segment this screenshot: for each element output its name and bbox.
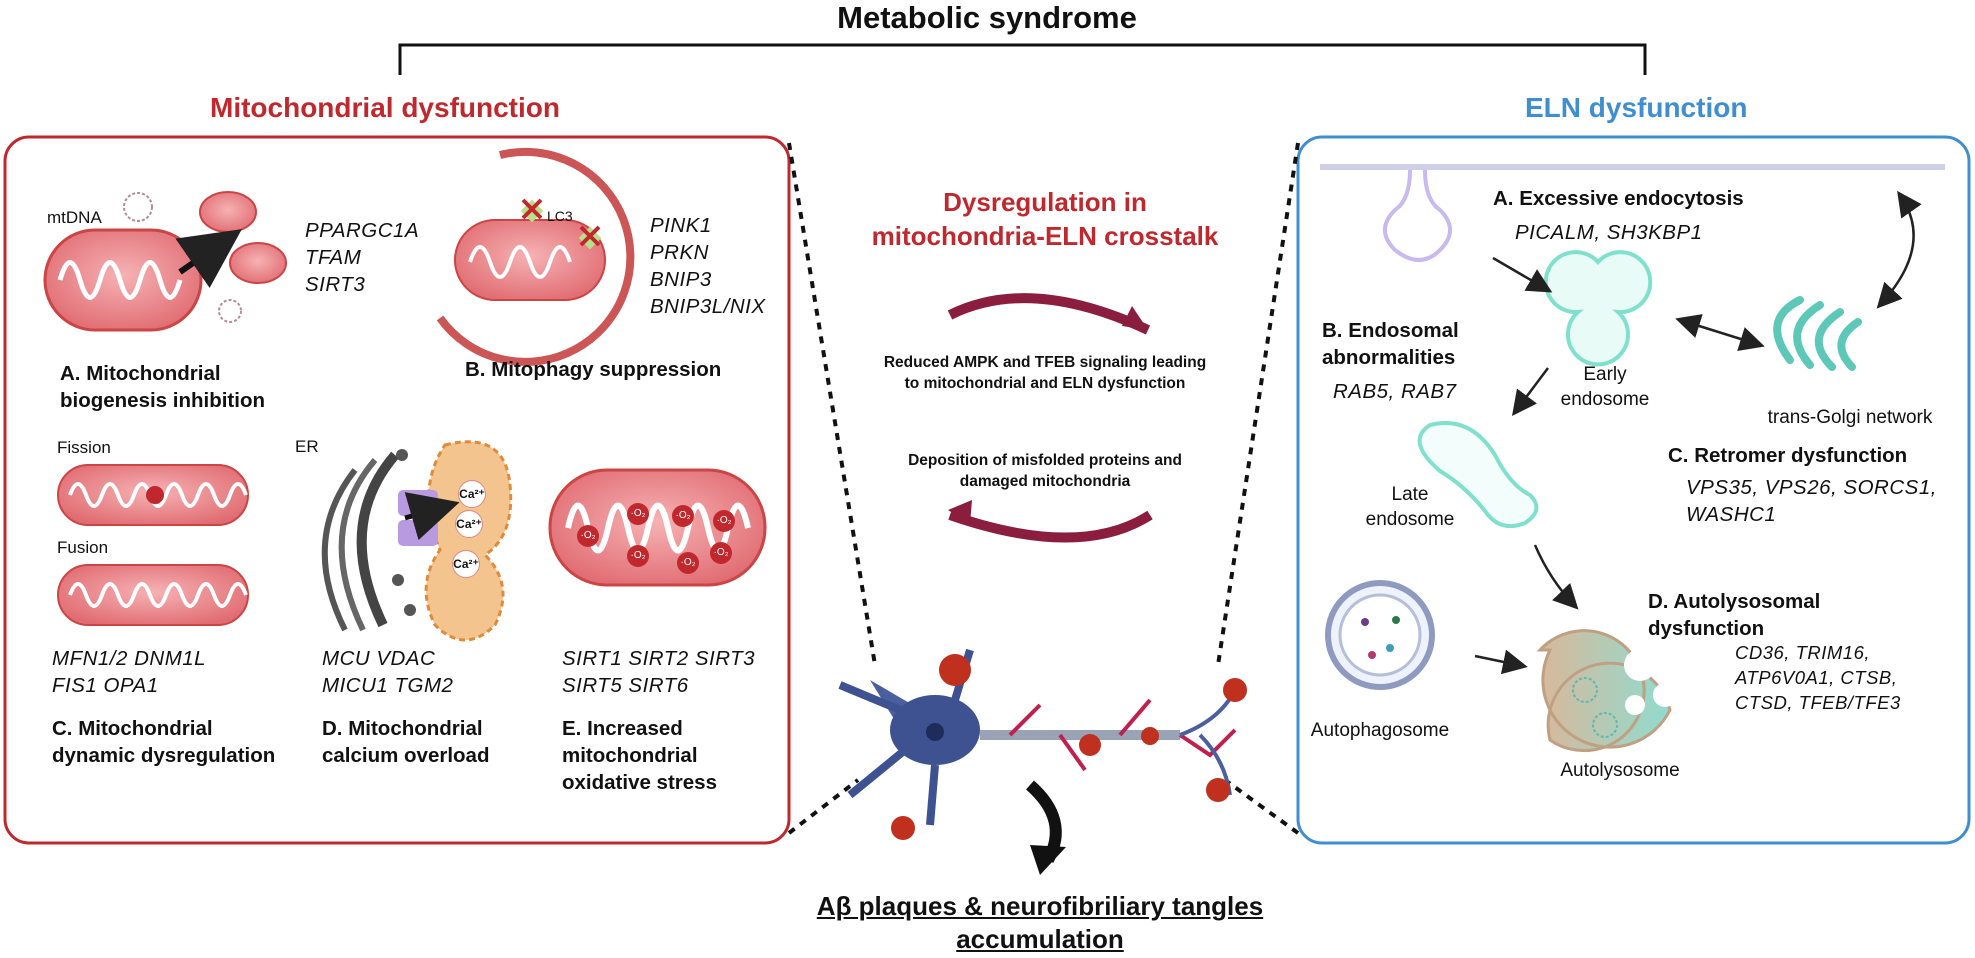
right-section-title: ELN dysfunction	[1525, 92, 1748, 123]
panel-a-title: A. Mitochondrial biogenesis inhibition	[60, 362, 265, 412]
lc3-label: LC3	[547, 208, 573, 224]
crosstalk-arrow-right	[947, 293, 1151, 335]
panel-d-title: D. Mitochondrial calcium overload	[322, 717, 490, 767]
ros-icon: ·O₂	[627, 503, 649, 525]
mitophagy-icon	[436, 147, 635, 366]
mitochondrion-small-icon	[199, 191, 287, 284]
dashed-connector	[1216, 142, 1300, 666]
outcome-text: Aβ plaques & neurofibriliary tangles acc…	[816, 891, 1264, 954]
ros-icon: ·O₂	[672, 505, 694, 527]
calcium-channel-icon	[398, 490, 460, 546]
arrow-icon	[1876, 190, 1922, 309]
arrow-icon	[1533, 544, 1579, 610]
crosstalk-arrowhead	[1122, 306, 1148, 330]
eln-panel-a-genes: PICALM, SH3KBP1	[1515, 221, 1703, 244]
panel-b-genes: PINK1 PRKN BNIP3 BNIP3L/NIX	[650, 214, 766, 318]
panel-d-genes: MCU VDAC MICU1 TGM2	[322, 647, 454, 697]
autolysosome-label: Autolysosome	[1560, 760, 1680, 781]
arrow-icon	[1512, 367, 1549, 416]
endocytic-pit-icon	[1383, 169, 1452, 262]
arrow-icon	[1675, 314, 1765, 351]
eln-panel-c-title: C. Retromer dysfunction	[1668, 444, 1908, 467]
trans-golgi-icon	[1773, 296, 1862, 371]
eln-panel-d-genes: CD36, TRIM16, ATP6V0A1, CTSB, CTSD, TFEB…	[1735, 642, 1901, 713]
ros-icon: ·O₂	[577, 525, 599, 547]
arrow-icon	[1474, 649, 1528, 675]
amyloid-plaque-icon	[891, 654, 1247, 840]
top-bracket	[398, 43, 1647, 75]
outcome-arrowhead	[1030, 845, 1066, 875]
panel-b-title: B. Mitophagy suppression	[465, 358, 722, 381]
crosstalk-arrowhead	[948, 500, 972, 524]
dashed-connector	[787, 142, 877, 666]
dashed-connector	[1223, 778, 1300, 835]
autophagosome-icon	[1325, 580, 1435, 690]
mitochondrion-calcium-icon	[424, 440, 513, 642]
early-endosome-icon	[1543, 250, 1653, 367]
mtdna-label: mtDNA	[47, 208, 102, 227]
panel-c-title: C. Mitochondrial dynamic dysregulation	[52, 717, 276, 767]
arrow-icon	[175, 229, 242, 288]
calcium-ion-icon: Ca²⁺	[452, 550, 480, 578]
fusion-label: Fusion	[57, 538, 109, 557]
panel-e-title: E. Increased mitochondrial oxidative str…	[562, 717, 717, 794]
panel-a-genes: PPARGC1A TFAM SIRT3	[305, 219, 420, 296]
er-label: ER	[295, 437, 319, 456]
ros-icon: ·O₂	[710, 542, 732, 564]
panel-c-genes: MFN1/2 DNM1L FIS1 OPA1	[52, 647, 207, 697]
early-endosome-label: Early endosome	[1560, 364, 1650, 410]
eln-panel-b-genes: RAB5, RAB7	[1333, 380, 1457, 403]
deposition-text: Deposition of misfolded proteins and dam…	[908, 452, 1182, 490]
fission-label: Fission	[57, 438, 111, 457]
eln-panel-d-title: D. Autolysosomal dysfunction	[1648, 590, 1821, 640]
left-section-title: Mitochondrial dysfunction	[210, 92, 560, 123]
ros-icon: ·O₂	[627, 545, 649, 567]
ros-icon: ·O₂	[713, 510, 735, 532]
autolysosome-icon	[1536, 629, 1677, 753]
fission-mitochondrion-icon	[57, 464, 249, 526]
late-endosome-label: Late endosome	[1365, 484, 1455, 530]
calcium-ion-icon: Ca²⁺	[458, 480, 486, 508]
eln-panel-a-title: A. Excessive endocytosis	[1493, 187, 1744, 210]
fusion-mitochondrion-icon	[57, 564, 249, 626]
arrow-icon	[1492, 256, 1553, 293]
dashed-connector	[787, 778, 860, 835]
diagram-title: Metabolic syndrome	[837, 0, 1137, 35]
left-panel-box	[3, 135, 791, 845]
mtdna-icon	[218, 299, 242, 323]
golgi-label: trans-Golgi network	[1767, 407, 1933, 428]
ros-icon: ·O₂	[677, 552, 699, 574]
right-panel-box	[1296, 135, 1971, 845]
autophagosome-label: Autophagosome	[1310, 720, 1450, 741]
calcium-ion-icon: Ca²⁺	[455, 510, 483, 538]
signaling-text: Reduced AMPK and TFEB signaling leading …	[883, 354, 1207, 392]
mtdna-icon	[123, 192, 153, 222]
crosstalk-title: Dysregulation in mitochondria-ELN crosst…	[871, 187, 1219, 251]
panel-e-genes: SIRT1 SIRT2 SIRT3 SIRT5 SIRT6	[562, 647, 756, 697]
eln-panel-b-title: B. Endosomal abnormalities	[1322, 319, 1459, 369]
late-endosome-icon	[1417, 421, 1539, 528]
crosstalk-arrow-left	[948, 510, 1153, 543]
mitochondrion-icon	[43, 228, 203, 332]
eln-panel-c-genes: VPS35, VPS26, SORCS1, WASHC1	[1686, 476, 1937, 526]
